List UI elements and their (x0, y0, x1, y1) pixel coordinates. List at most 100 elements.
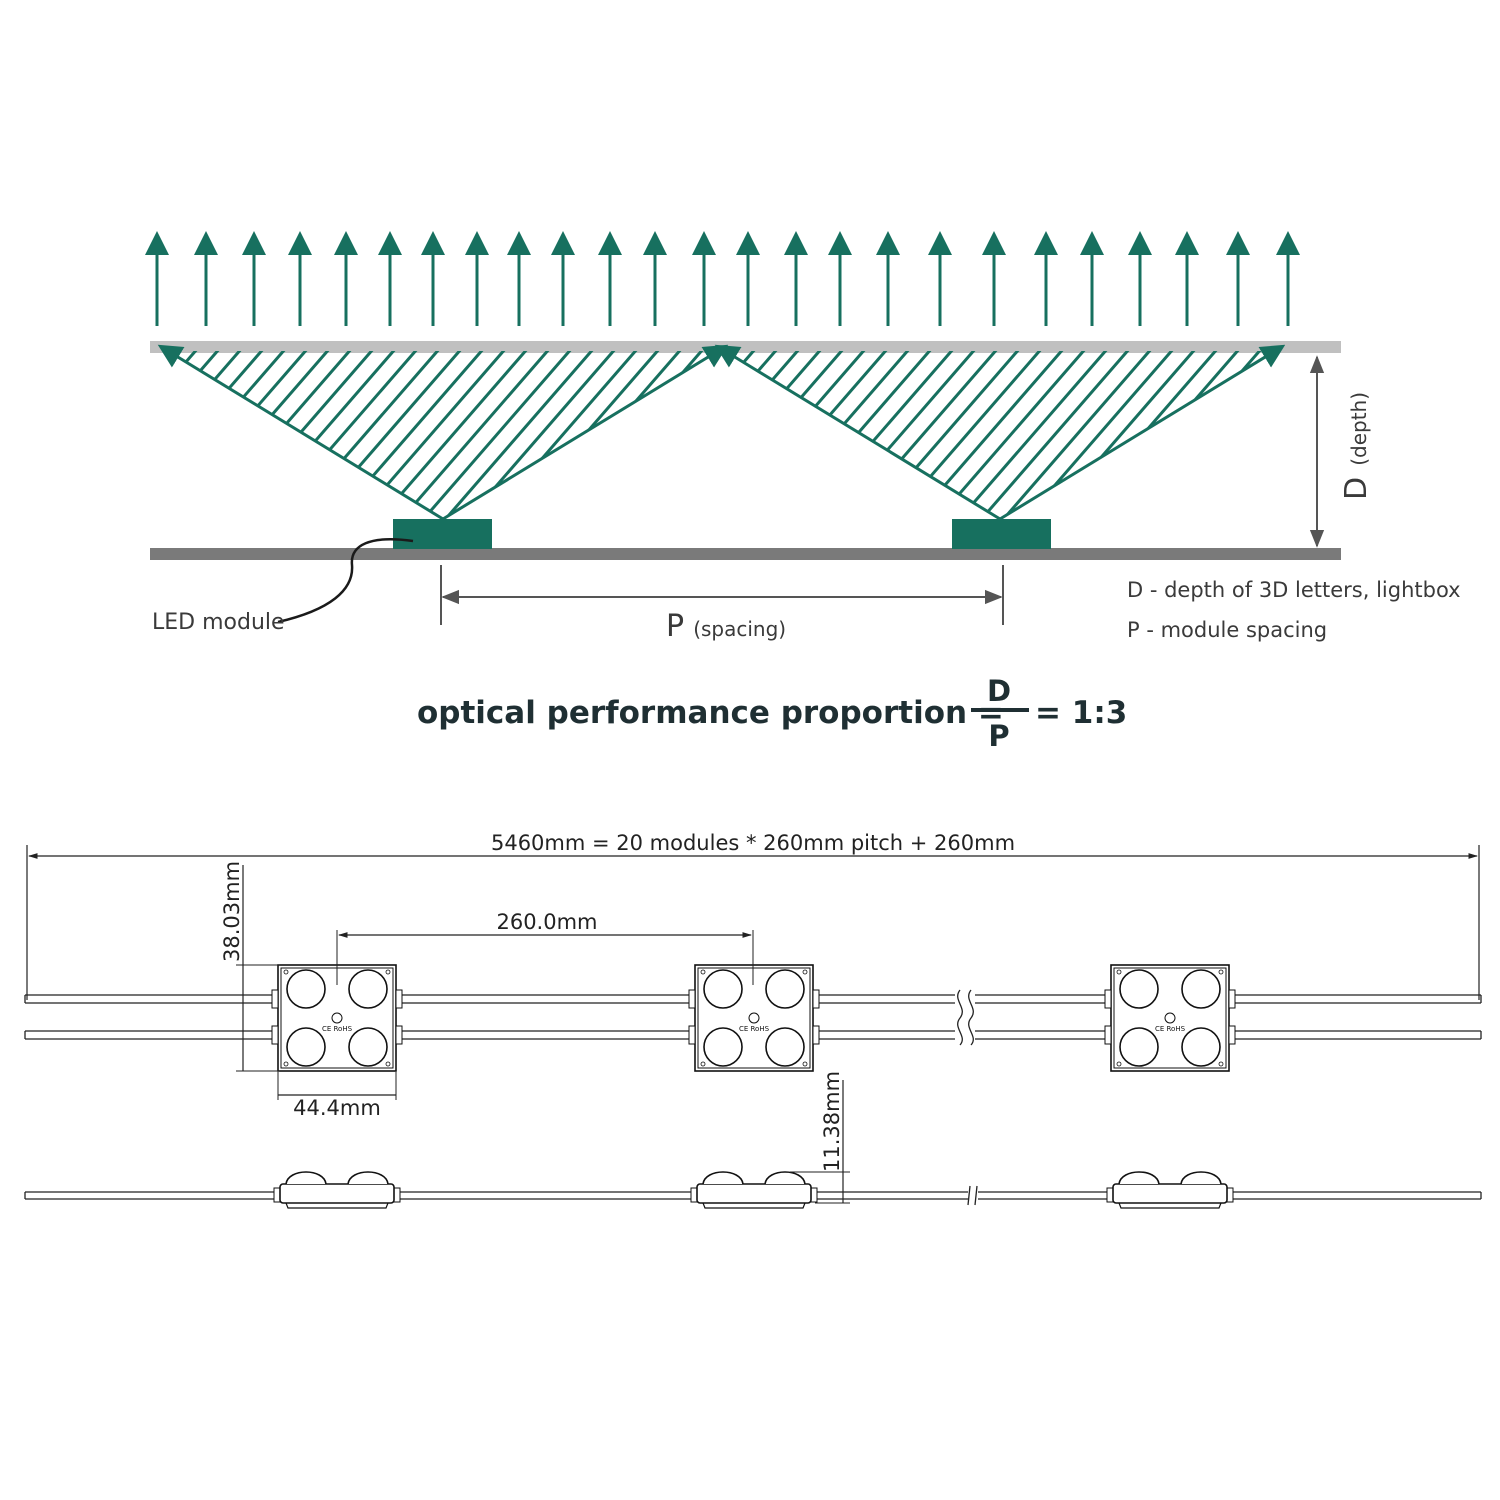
total-length-label: 5460mm = 20 modules * 260mm pitch + 260m… (491, 831, 1015, 855)
light-hatch-line (654, 351, 718, 519)
led-lens (348, 1027, 388, 1067)
led-lens (1181, 969, 1221, 1009)
light-hatch-line (478, 351, 647, 519)
light-hatch-line (1036, 351, 1205, 519)
light-hatch-line (725, 351, 787, 519)
legend-spacing: P - module spacing (1127, 618, 1327, 642)
led-module-block-2 (952, 519, 1051, 549)
light-hatch-line (1146, 351, 1275, 519)
formula-text: optical performance proportion = (417, 695, 1004, 731)
dimension-drawing: 5460mm = 20 modules * 260mm pitch + 260m… (24, 831, 1482, 1209)
led-lens (765, 969, 805, 1009)
depth-label-main: D (1339, 477, 1374, 500)
light-cone-left (157, 344, 729, 521)
module-thickness-label: 11.38mm (820, 1071, 844, 1172)
led-module-side-1 (273, 1171, 401, 1209)
led-module-pointer (277, 538, 414, 624)
light-hatch-line (1168, 351, 1275, 519)
light-hatch-line (992, 351, 1161, 519)
light-cone-right (714, 344, 1286, 521)
light-hatch-line (1234, 351, 1275, 519)
spacing-label-sub: (spacing) (693, 617, 786, 641)
depth-label-sub: (depth) (1347, 392, 1371, 466)
depth-label: D (depth) (1339, 392, 1374, 500)
certification-mark: CE RoHS (1155, 1025, 1186, 1033)
light-hatch-line (168, 351, 207, 519)
light-hatch-line (168, 351, 251, 519)
light-hatch-line (1190, 351, 1275, 519)
led-lens-dome (285, 1171, 327, 1185)
certification-mark: CE RoHS (322, 1025, 353, 1033)
light-hatch-line (390, 351, 559, 519)
led-lens (703, 1027, 743, 1067)
light-hatch-line (566, 351, 718, 519)
light-hatch-line (434, 351, 603, 519)
led-lens (1119, 969, 1159, 1009)
light-hatch-line (258, 351, 427, 519)
led-lens (348, 969, 388, 1009)
module-height-label: 38.03mm (220, 861, 244, 962)
formula: optical performance proportion = D P = 1… (417, 674, 1127, 753)
formula-fraction-bar (971, 708, 1029, 712)
base-plate (150, 548, 1341, 560)
led-module-block-1 (393, 519, 492, 549)
led-module-label: LED module (152, 610, 285, 635)
light-hatch-line (368, 351, 537, 519)
optics-section: LED module D (depth) P (spacing) D - dep… (145, 231, 1461, 644)
light-hatch-line (1014, 351, 1183, 519)
light-hatch-line (456, 351, 625, 519)
light-hatch-line (725, 351, 809, 519)
light-hatch-line (1256, 351, 1275, 519)
led-lens-dome (1180, 1171, 1222, 1185)
legend-depth: D - depth of 3D letters, lightbox (1127, 578, 1461, 602)
light-hatch-line (168, 351, 229, 519)
led-lens-dome (702, 1171, 744, 1185)
light-hatch-line (236, 351, 405, 519)
led-module-side-3 (1106, 1171, 1234, 1209)
light-hatch-line (588, 351, 718, 519)
light-hatch-line (772, 351, 941, 519)
light-hatch-line (926, 351, 1095, 519)
led-lens-dome (764, 1171, 806, 1185)
light-hatch-line (970, 351, 1139, 519)
light-hatch-line (1080, 351, 1249, 519)
light-hatch-line (324, 351, 493, 519)
light-hatch-line (904, 351, 1073, 519)
spacing-label: P (spacing) (666, 609, 786, 644)
light-hatch-line (522, 351, 691, 519)
spacing-label-main: P (666, 609, 684, 644)
certification-mark: CE RoHS (739, 1025, 770, 1033)
light-hatch-line (816, 351, 985, 519)
led-module-front-1: CE RoHS (271, 964, 403, 1072)
light-hatch-line (860, 351, 1029, 519)
formula-denominator: P (988, 719, 1009, 753)
light-hatch-line (725, 351, 853, 519)
light-hatch-line (214, 351, 383, 519)
light-hatch-line (750, 351, 919, 519)
light-hatch-line (948, 351, 1117, 519)
led-lens (286, 1027, 326, 1067)
modules-front-view: CE RoHS CE RoHS CE RoHS (271, 964, 1236, 1072)
led-lens (1181, 1027, 1221, 1067)
light-hatch-line (346, 351, 515, 519)
light-hatch-line (500, 351, 669, 519)
light-hatch-line (632, 351, 718, 519)
module-width-label: 44.4mm (293, 1096, 381, 1120)
light-hatch-line (192, 351, 361, 519)
modules-side-view (273, 1171, 1234, 1209)
led-module-front-2: CE RoHS (688, 964, 820, 1072)
led-module-front-3: CE RoHS (1104, 964, 1236, 1072)
led-lens (703, 969, 743, 1009)
led-lens (1119, 1027, 1159, 1067)
light-hatch-line (544, 351, 713, 519)
emitted-light-arrows (145, 231, 1300, 326)
light-hatch-line (412, 351, 581, 519)
light-hatch-line (1124, 351, 1275, 519)
led-lens (765, 1027, 805, 1067)
led-module-side-2 (690, 1171, 818, 1209)
light-hatch-line (302, 351, 471, 519)
light-hatch-line (168, 351, 295, 519)
light-hatch-line (882, 351, 1051, 519)
light-hatch-line (794, 351, 963, 519)
